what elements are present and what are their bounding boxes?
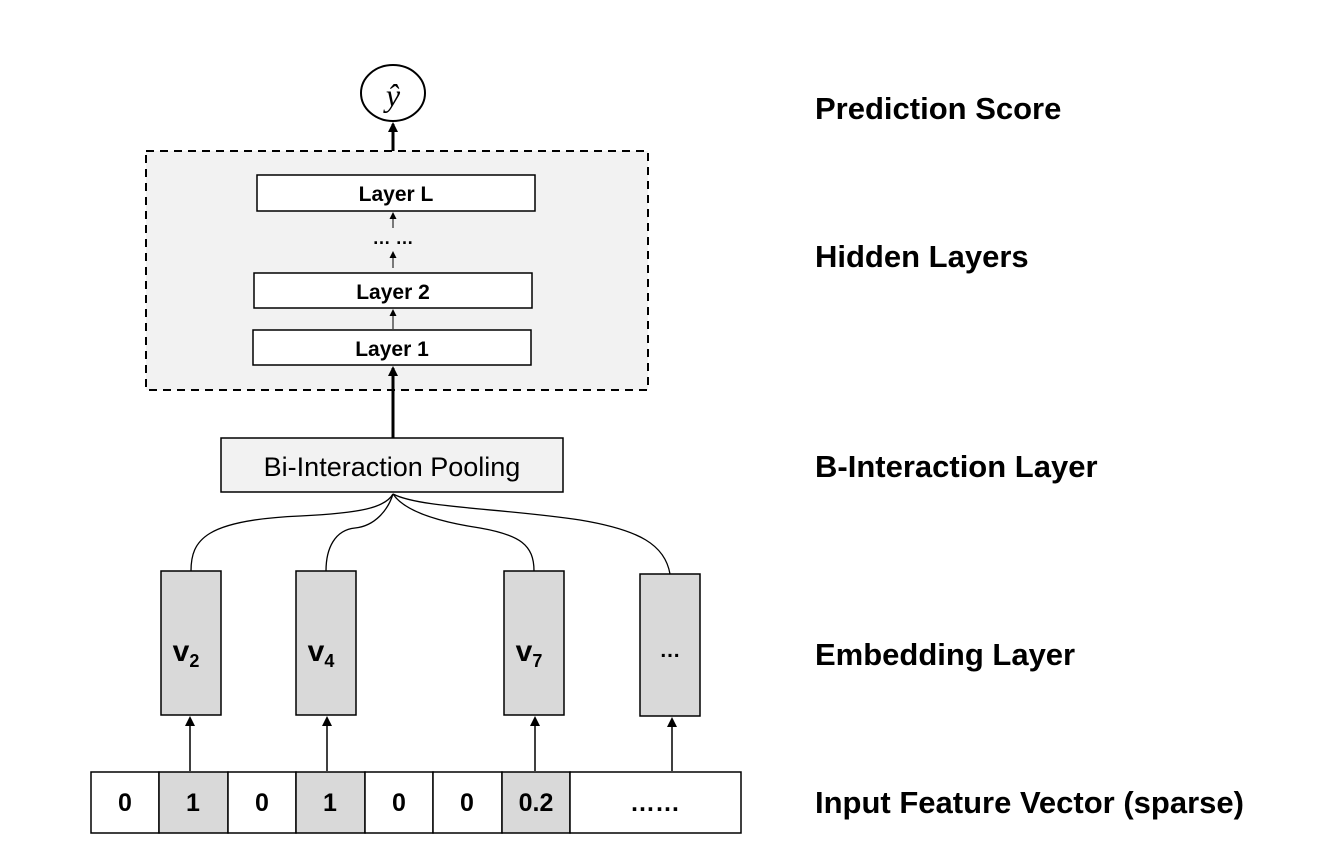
svg-text:…: … [660, 639, 681, 662]
input-cell: 0 [255, 789, 269, 817]
label-input-feature-vector: Input Feature Vector (sparse) [815, 785, 1244, 820]
input-cell: 1 [186, 789, 200, 817]
connection-v2 [190, 493, 394, 572]
connection-v4 [325, 493, 394, 572]
input-feature-vector: 0 1 0 1 0 0 0.2 …… [90, 771, 742, 834]
input-cell: 1 [323, 789, 337, 817]
input-cell: 0 [118, 789, 132, 817]
layer-2-box: Layer 2 [253, 272, 533, 309]
layer-l-label: Layer L [359, 183, 434, 206]
svg-text:v4: v4 [308, 635, 335, 671]
embedding-v2: v2 [160, 570, 222, 716]
prediction-node: ŷ [360, 64, 426, 122]
connection-v7 [392, 493, 535, 572]
input-cell: 0 [392, 789, 406, 817]
input-cell: …… [630, 789, 680, 817]
bi-interaction-pooling-box: Bi-Interaction Pooling [220, 437, 564, 493]
svg-text:v2: v2 [173, 635, 200, 671]
input-cell: 0 [460, 789, 474, 817]
layer-l-box: Layer L [256, 174, 536, 212]
label-prediction-score: Prediction Score [815, 91, 1061, 126]
hidden-ellipsis: … … [372, 228, 413, 248]
connection-more [392, 493, 671, 575]
label-embedding-layer: Embedding Layer [815, 637, 1075, 672]
bi-interaction-pooling-label: Bi-Interaction Pooling [264, 452, 521, 482]
prediction-symbol: ŷ [383, 77, 401, 113]
embedding-v4: v4 [295, 570, 357, 716]
label-hidden-layers: Hidden Layers [815, 239, 1029, 274]
label-interaction-layer: B-Interaction Layer [815, 449, 1098, 484]
embedding-more: … [639, 573, 701, 717]
embedding-v7: v7 [503, 570, 565, 716]
layer-1-box: Layer 1 [252, 329, 532, 366]
layer-1-label: Layer 1 [355, 338, 429, 361]
embedding-connections [190, 493, 671, 575]
layer-2-label: Layer 2 [356, 281, 430, 304]
svg-text:v7: v7 [516, 635, 543, 671]
input-cell: 0.2 [519, 789, 554, 817]
